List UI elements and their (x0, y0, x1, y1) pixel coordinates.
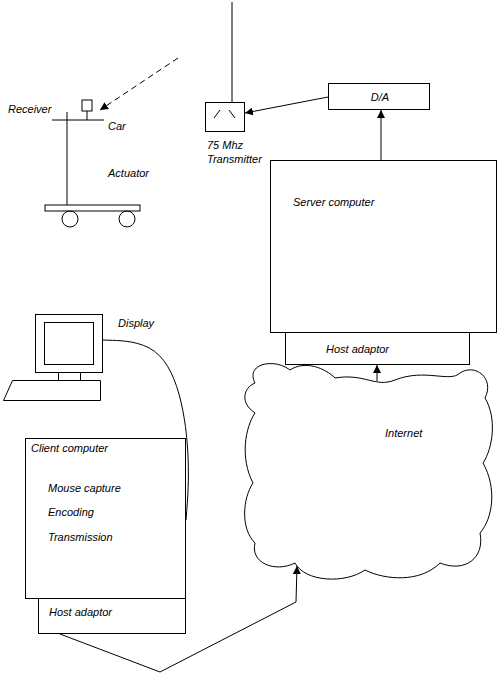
adaptor-box: Host adaptor (285, 332, 470, 365)
connector (377, 365, 378, 381)
client-box: Client computerMouse captureEncodingTran… (25, 438, 186, 599)
radio-link (100, 58, 178, 110)
node-text: 75 Mhz Transmitter (207, 138, 269, 166)
server-box: Server computer (270, 160, 497, 333)
node-text: Display (118, 316, 154, 330)
node-text: Server computer (293, 195, 374, 209)
node-text: Client computer (31, 441, 108, 455)
transmitter-box-outline (205, 102, 245, 132)
node-text: Host adaptor (49, 605, 112, 619)
antenna (232, 2, 233, 102)
transmitter-box: 75 Mhz Transmitter (205, 102, 245, 132)
connector (381, 110, 382, 160)
node-text: Internet (385, 426, 422, 440)
display-monitor-outline (0, 312, 105, 412)
internet-cloud-outline (235, 358, 500, 588)
node-text: Host adaptor (326, 342, 389, 356)
display-monitor: Display (0, 312, 105, 412)
converter-box: D/A (328, 83, 430, 110)
connector (245, 97, 328, 113)
internet-cloud: Internet (235, 358, 500, 588)
node-text: Encoding (48, 505, 94, 519)
adaptor-box: Host adaptor (38, 598, 186, 634)
part-label: Actuator (108, 166, 149, 180)
node-text: Transmission (48, 530, 113, 544)
part-label: Receiver (8, 102, 51, 116)
car-illustration (45, 100, 140, 227)
part-label: Car (108, 119, 126, 133)
connector (60, 566, 297, 672)
node-text: Mouse capture (48, 481, 121, 495)
node-text: D/A (371, 90, 389, 104)
